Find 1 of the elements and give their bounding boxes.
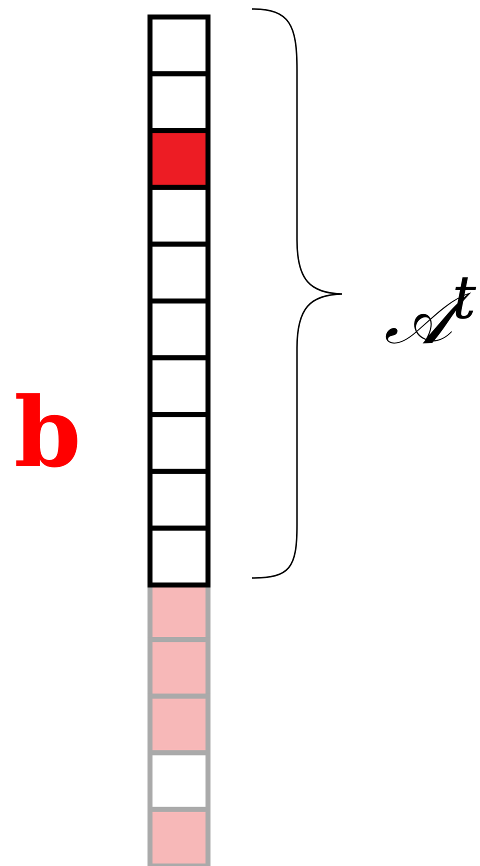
vector-label: b — [14, 385, 82, 481]
